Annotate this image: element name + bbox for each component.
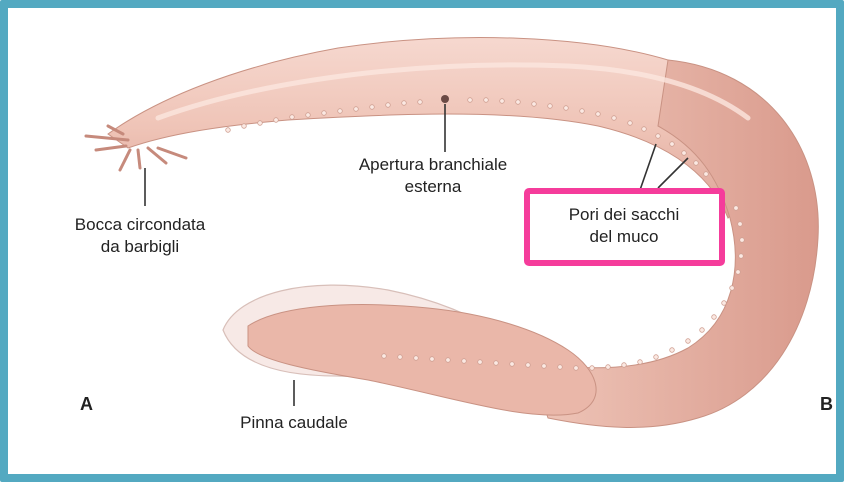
pores-label: Pori dei sacchi del muco	[534, 204, 714, 248]
gill-label-line2: esterna	[338, 176, 528, 198]
gill-opening	[441, 95, 449, 103]
pores-label-line1: Pori dei sacchi	[534, 204, 714, 226]
mouth-label-line2: da barbigli	[50, 236, 230, 258]
panel-letter-a: A	[80, 394, 93, 415]
gill-label: Apertura branchiale esterna	[338, 154, 528, 198]
gill-label-line1: Apertura branchiale	[338, 154, 528, 176]
pores-label-line2: del muco	[534, 226, 714, 248]
mouth-label-line1: Bocca circondata	[50, 214, 230, 236]
body-lower	[248, 305, 596, 416]
tail-fin-label: Pinna caudale	[214, 412, 374, 434]
mouth-label: Bocca circondata da barbigli	[50, 214, 230, 258]
panel-letter-b: B	[820, 394, 833, 415]
tail-fin-label-text: Pinna caudale	[214, 412, 374, 434]
